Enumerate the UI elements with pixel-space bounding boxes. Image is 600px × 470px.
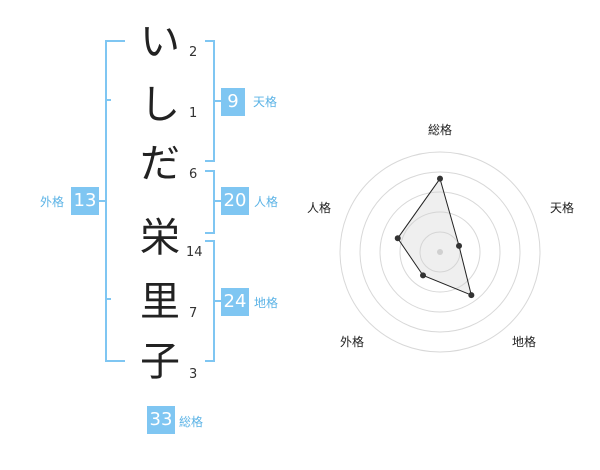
radar-center — [437, 249, 443, 255]
jinkaku-label: 人格 — [254, 195, 279, 209]
radar-ring — [359, 171, 521, 333]
name-char-1: い — [140, 19, 180, 65]
tenkaku-bracket — [205, 40, 215, 162]
name-char-4: 栄 — [140, 215, 180, 261]
radar-point-1 — [437, 175, 443, 182]
outer-bracket-connector — [99, 200, 105, 202]
chikaku-badge: 24 — [221, 288, 249, 316]
jinkaku-badge: 20 — [221, 187, 249, 215]
outer-bracket — [105, 40, 125, 362]
name-char-5: 里 — [140, 279, 180, 325]
radar-ring — [379, 191, 501, 313]
radar-point-2 — [456, 242, 463, 249]
stroke-count-3: 6 — [189, 167, 198, 182]
radar-series-polygon — [397, 177, 473, 296]
tenkaku-connector — [215, 100, 221, 102]
radar-axis-label-4: 外格 — [340, 334, 364, 349]
name-char-6: 子 — [140, 339, 180, 385]
radar-axis-label-1: 総格 — [428, 122, 452, 137]
radar-axis-label-3: 地格 — [512, 334, 536, 349]
name-char-2: し — [140, 82, 180, 128]
radar-axis-label-2: 天格 — [550, 200, 574, 215]
radar-point-3 — [468, 292, 475, 299]
jinkaku-connector — [215, 200, 221, 202]
stroke-count-6: 3 — [189, 367, 198, 382]
chikaku-connector — [215, 300, 221, 302]
radar-axis-label-5: 人格 — [307, 200, 331, 215]
stroke-count-5: 7 — [189, 306, 198, 321]
soukaku-label: 総格 — [179, 415, 204, 429]
name-char-3: だ — [140, 141, 180, 187]
chikaku-bracket — [205, 240, 215, 362]
stroke-count-4: 14 — [186, 245, 203, 260]
outer-bracket-tick-2 — [105, 298, 111, 300]
jinkaku-bracket — [205, 170, 215, 234]
stroke-count-1: 2 — [189, 45, 198, 60]
gaikaku-label: 外格 — [40, 195, 65, 209]
stroke-count-2: 1 — [189, 106, 198, 121]
chikaku-label: 地格 — [254, 296, 279, 310]
radar-ring — [339, 151, 541, 353]
radar-ring — [399, 211, 481, 293]
gaikaku-badge: 13 — [71, 187, 99, 215]
outer-bracket-tick-1 — [105, 99, 111, 101]
soukaku-badge: 33 — [147, 406, 175, 434]
radar-rings — [339, 151, 541, 353]
radar-point-5 — [394, 235, 401, 242]
tenkaku-label: 天格 — [253, 95, 278, 109]
radar-ring — [419, 231, 461, 273]
tenkaku-badge: 9 — [221, 88, 245, 116]
radar-point-4 — [420, 272, 427, 279]
